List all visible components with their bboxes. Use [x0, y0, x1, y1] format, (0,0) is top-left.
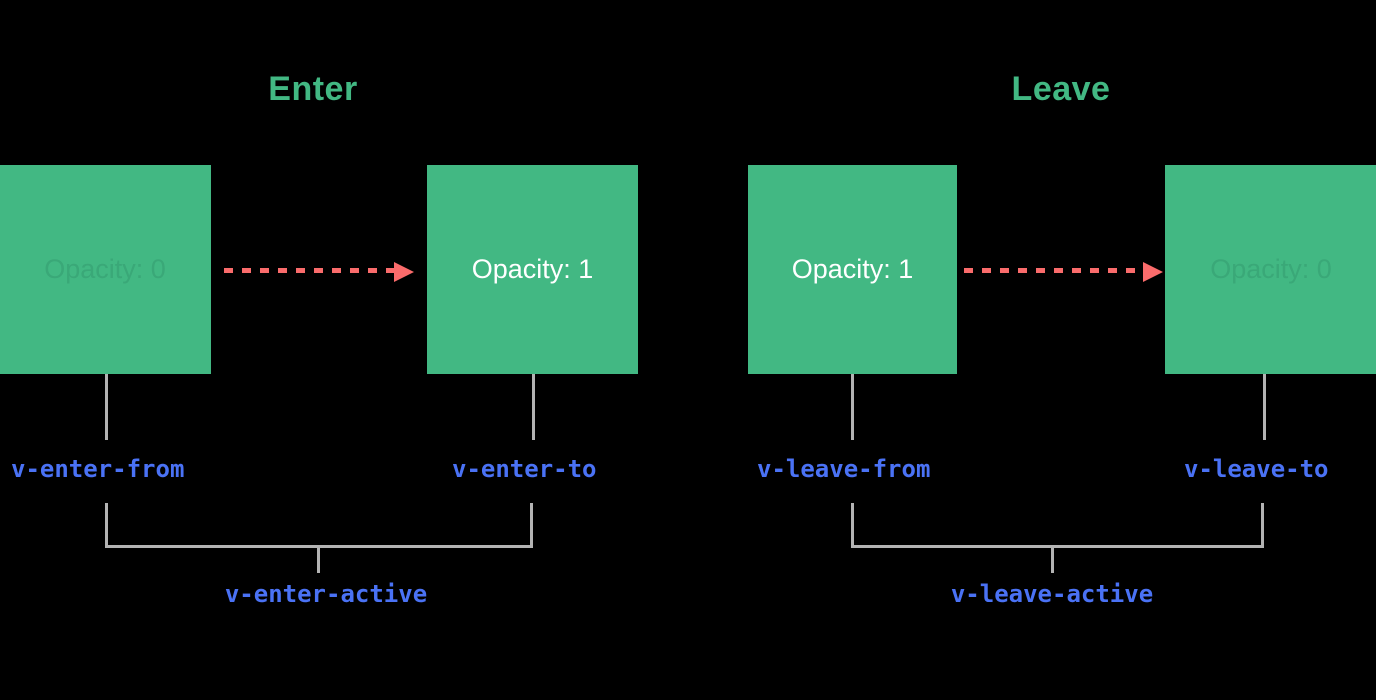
- arrow-head: [1143, 262, 1163, 282]
- connector-line-leave-to: [1263, 374, 1266, 440]
- state-box-enter-to: Opacity: 1: [427, 165, 638, 374]
- connector-line-enter-from: [105, 374, 108, 440]
- bracket-leg-left-enter: [105, 503, 108, 548]
- connector-line-leave-from: [851, 374, 854, 440]
- state-box-label: Opacity: 0: [1210, 254, 1332, 284]
- arrow-shaft: [224, 268, 396, 273]
- bracket-leg-right-leave: [1261, 503, 1264, 548]
- state-box-label: Opacity: 0: [44, 254, 166, 284]
- dashed-right-arrow-icon: [224, 262, 414, 282]
- state-box-label: Opacity: 1: [471, 254, 594, 284]
- class-label-v-enter-to: v-enter-to: [452, 455, 597, 483]
- dashed-right-arrow-icon: [964, 262, 1163, 282]
- phase-title-leave: Leave: [1011, 70, 1111, 108]
- arrow-shaft: [964, 268, 1145, 273]
- state-box-leave-from: Opacity: 1: [748, 165, 957, 374]
- arrow-head: [394, 262, 414, 282]
- class-label-v-leave-from: v-leave-from: [757, 455, 931, 483]
- class-label-v-leave-active: v-leave-active: [950, 580, 1154, 608]
- state-box-enter-from: Opacity: 0: [0, 165, 211, 374]
- bracket-stem-enter: [317, 545, 320, 573]
- class-label-v-enter-from: v-enter-from: [11, 455, 185, 483]
- connector-line-enter-to: [532, 374, 535, 440]
- state-box-label: Opacity: 1: [791, 254, 914, 284]
- class-label-v-leave-to: v-leave-to: [1184, 455, 1329, 483]
- phase-title-enter: Enter: [268, 70, 358, 108]
- class-label-v-enter-active: v-enter-active: [224, 580, 428, 608]
- bracket-stem-leave: [1051, 545, 1054, 573]
- bracket-leg-right-enter: [530, 503, 533, 548]
- state-box-leave-to: Opacity: 0: [1165, 165, 1376, 374]
- bracket-bar-leave: [851, 545, 1264, 548]
- bracket-leg-left-leave: [851, 503, 854, 548]
